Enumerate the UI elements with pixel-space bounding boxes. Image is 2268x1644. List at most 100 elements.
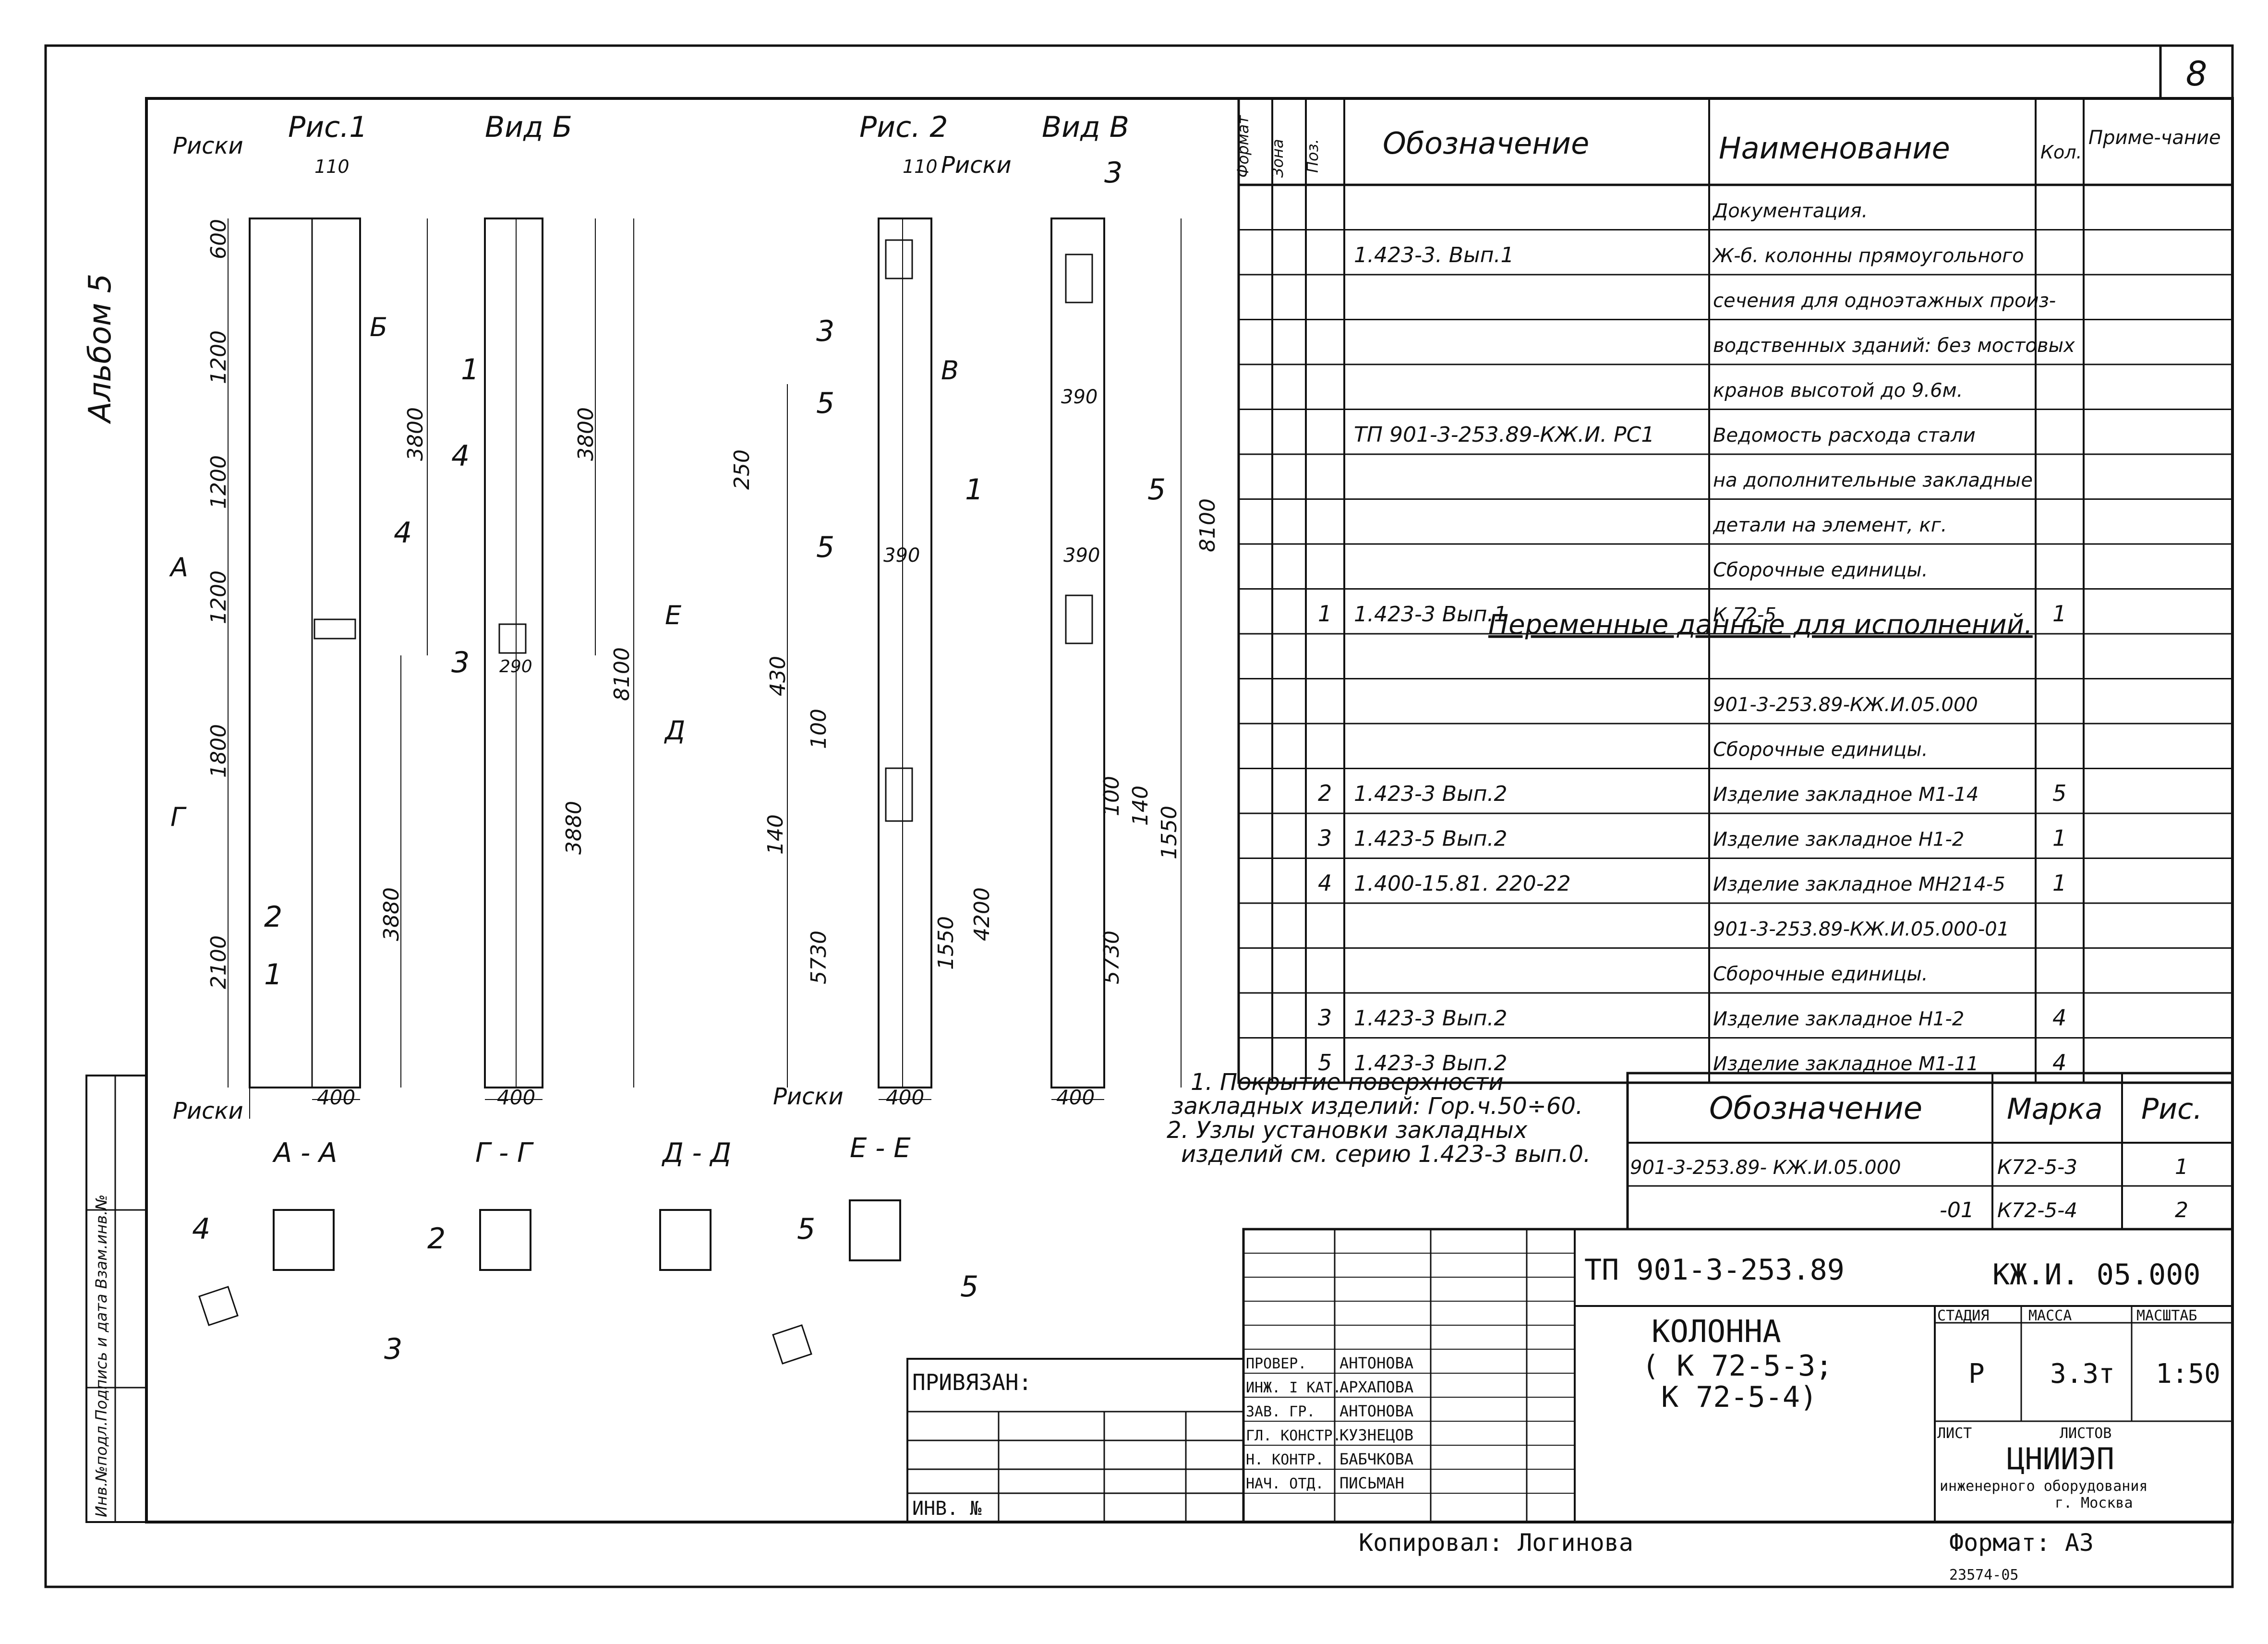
mark-4-a: 4 [451, 439, 470, 473]
mark-3-c: 3 [451, 646, 470, 679]
dim-3880-b: 3880 [562, 801, 586, 855]
dim-400-a: 400 [317, 1086, 355, 1109]
signer-role: ГЛ. КОНСТР. [1246, 1427, 1341, 1444]
variants-header-mark: Марка [2007, 1092, 2103, 1126]
spec-cell-name: Изделие закладное М1-14 [1713, 784, 1978, 806]
spec-cell-code: 1.400-15.81. 220-22 [1354, 871, 1571, 896]
dim-5730: 430 [766, 656, 790, 696]
variable-data-title: Переменные данные для исполнений. [1488, 609, 2033, 641]
spec-cell-name: Ведомость расхода стали [1713, 424, 1976, 447]
spec-header-pos: Поз. [1303, 139, 1322, 173]
spec-cell-name: 901-3-253.89-КЖ.И.05.000-01 [1713, 919, 2009, 941]
spec-cell-name: на дополнительные закладные [1713, 470, 2033, 492]
dim-1200-c: 1200 [206, 570, 231, 624]
dim-3880-a: 3880 [379, 887, 404, 941]
dim-3800-b: 3800 [574, 407, 598, 461]
title-line-2: ( К 72-5-3; [1642, 1349, 1833, 1383]
riski-label-2: Риски [941, 152, 1012, 179]
dim-400-c: 400 [886, 1086, 924, 1109]
spec-header-zone: Зона [1268, 139, 1287, 178]
section-dd-title: Д - Д [661, 1137, 731, 1169]
spec-cell-qty: 1 [2052, 870, 2066, 896]
copied-by: Копировал: Логинова [1359, 1529, 1633, 1557]
inner-frame [145, 97, 2234, 1523]
dim-2150-a: 5730 [807, 931, 831, 984]
mark-2-a: 2 [264, 900, 282, 934]
note-line-3: 2. Узлы установки закладных [1167, 1117, 1528, 1144]
note-line-4: изделий см. серию 1.423-3 вып.0. [1181, 1141, 1591, 1168]
section-gg-shape [479, 1209, 531, 1271]
spec-cell-qty: 1 [2052, 825, 2066, 851]
inv-label: ИНВ. № [912, 1498, 982, 1520]
spec-cell-code: 1.423-3. Вып.1 [1354, 243, 1514, 267]
dim-1550-a: 100 [807, 709, 831, 749]
signer-role: НАЧ. ОТД. [1246, 1475, 1324, 1492]
title-line-1: КОЛОННА [1652, 1314, 1781, 1350]
view-v-title: Вид В [1042, 110, 1129, 144]
riski-label-4: Риски [773, 1083, 844, 1110]
letter-d: Д [664, 715, 685, 746]
dim-2750: 4200 [970, 887, 994, 941]
section-ee-title: Е - Е [850, 1133, 911, 1164]
dim-1800: 1800 [206, 724, 231, 778]
variant-1-fig: 1 [2175, 1155, 2188, 1179]
dim-8100-b: 8100 [1195, 498, 1220, 552]
signer-name: АРХАПОВА [1339, 1378, 1413, 1396]
spec-cell-name: детали на элемент, кг. [1713, 514, 1947, 536]
dim-390-a: 390 [883, 544, 920, 567]
mark-4-b: 4 [394, 516, 412, 550]
mark-5-d: 5 [797, 1212, 815, 1246]
dim-2100: 2100 [206, 935, 231, 989]
column-vid-b [484, 218, 543, 1088]
dim-390-b: 390 [1063, 544, 1100, 567]
riski-label-3: Риски [173, 1098, 243, 1124]
dim-390-c: 390 [1061, 386, 1098, 408]
dim-8100-a: 8100 [610, 647, 634, 701]
dim-250: 250 [730, 449, 754, 490]
spec-cell-code: 1.423-3 Вып.2 [1354, 1006, 1508, 1031]
variant-2-mark: К72-5-4 [1997, 1198, 2077, 1222]
note-line-2: закладных изделий: Гор.ч.50÷60. [1171, 1093, 1583, 1120]
signer-role: ПРОВЕР. [1246, 1355, 1306, 1372]
spec-cell-code: 1.423-5 Вып.2 [1354, 827, 1508, 851]
column-vid-v [1050, 218, 1105, 1088]
view-b-title: Вид Б [485, 110, 572, 144]
org-city: г. Москва [2055, 1495, 2133, 1511]
variant-1-code: 901-3-253.89- КЖ.И.05.000 [1630, 1157, 1901, 1179]
spec-header-note: Приме-чание [2088, 127, 2221, 149]
letter-v: В [941, 355, 959, 386]
dim-1200-b: 1200 [206, 455, 231, 509]
stamp-number: 23574-05 [1949, 1567, 2019, 1584]
section-ee-shape [849, 1199, 901, 1261]
value-scale: 1:50 [2156, 1358, 2220, 1390]
signer-role: ЗАВ. ГР. [1246, 1403, 1315, 1420]
spec-cell-qty: 4 [2052, 1050, 2066, 1076]
spec-header-qty: Кол. [2040, 142, 2082, 163]
mark-5-b: 5 [1147, 473, 1166, 507]
signer-role: Н. КОНТР. [1246, 1451, 1324, 1468]
dim-3990-a: 1550 [934, 916, 958, 970]
mark-1-b: 1 [264, 958, 282, 991]
dim-3800-a: 3800 [403, 407, 428, 461]
spec-cell-name: 901-3-253.89-КЖ.И.05.000 [1713, 694, 1978, 716]
dim-1550-b: 100 [1099, 776, 1124, 816]
title-block [906, 1228, 2234, 1523]
spec-cell-name: сечения для одноэтажных произ- [1713, 290, 2056, 312]
spec-cell-pos: 3 [1318, 825, 1332, 851]
mark-2-b: 2 [427, 1222, 446, 1256]
signer-name: АНТОНОВА [1339, 1402, 1413, 1420]
signer-name: БАБЧКОВА [1339, 1450, 1413, 1468]
spec-cell-name: К 72-5 [1713, 604, 1776, 626]
mark-1-c: 1 [965, 473, 983, 507]
sheet-number: 8 [2186, 54, 2208, 94]
dim-4200-b: 140 [1128, 786, 1153, 826]
letter-a: А [169, 552, 188, 582]
signer-name: ПИСЬМАН [1339, 1474, 1404, 1492]
label-sheet: ЛИСТ [1937, 1425, 1972, 1442]
privyazan-label: ПРИВЯЗАН: [912, 1369, 1032, 1395]
spec-cell-name: Изделие закладное М1-11 [1713, 1053, 1978, 1075]
spec-cell-qty: 4 [2052, 1005, 2066, 1031]
title-doc-code: КЖ.И. 05.000 [1992, 1258, 2200, 1292]
mark-5-e: 5 [960, 1270, 978, 1304]
